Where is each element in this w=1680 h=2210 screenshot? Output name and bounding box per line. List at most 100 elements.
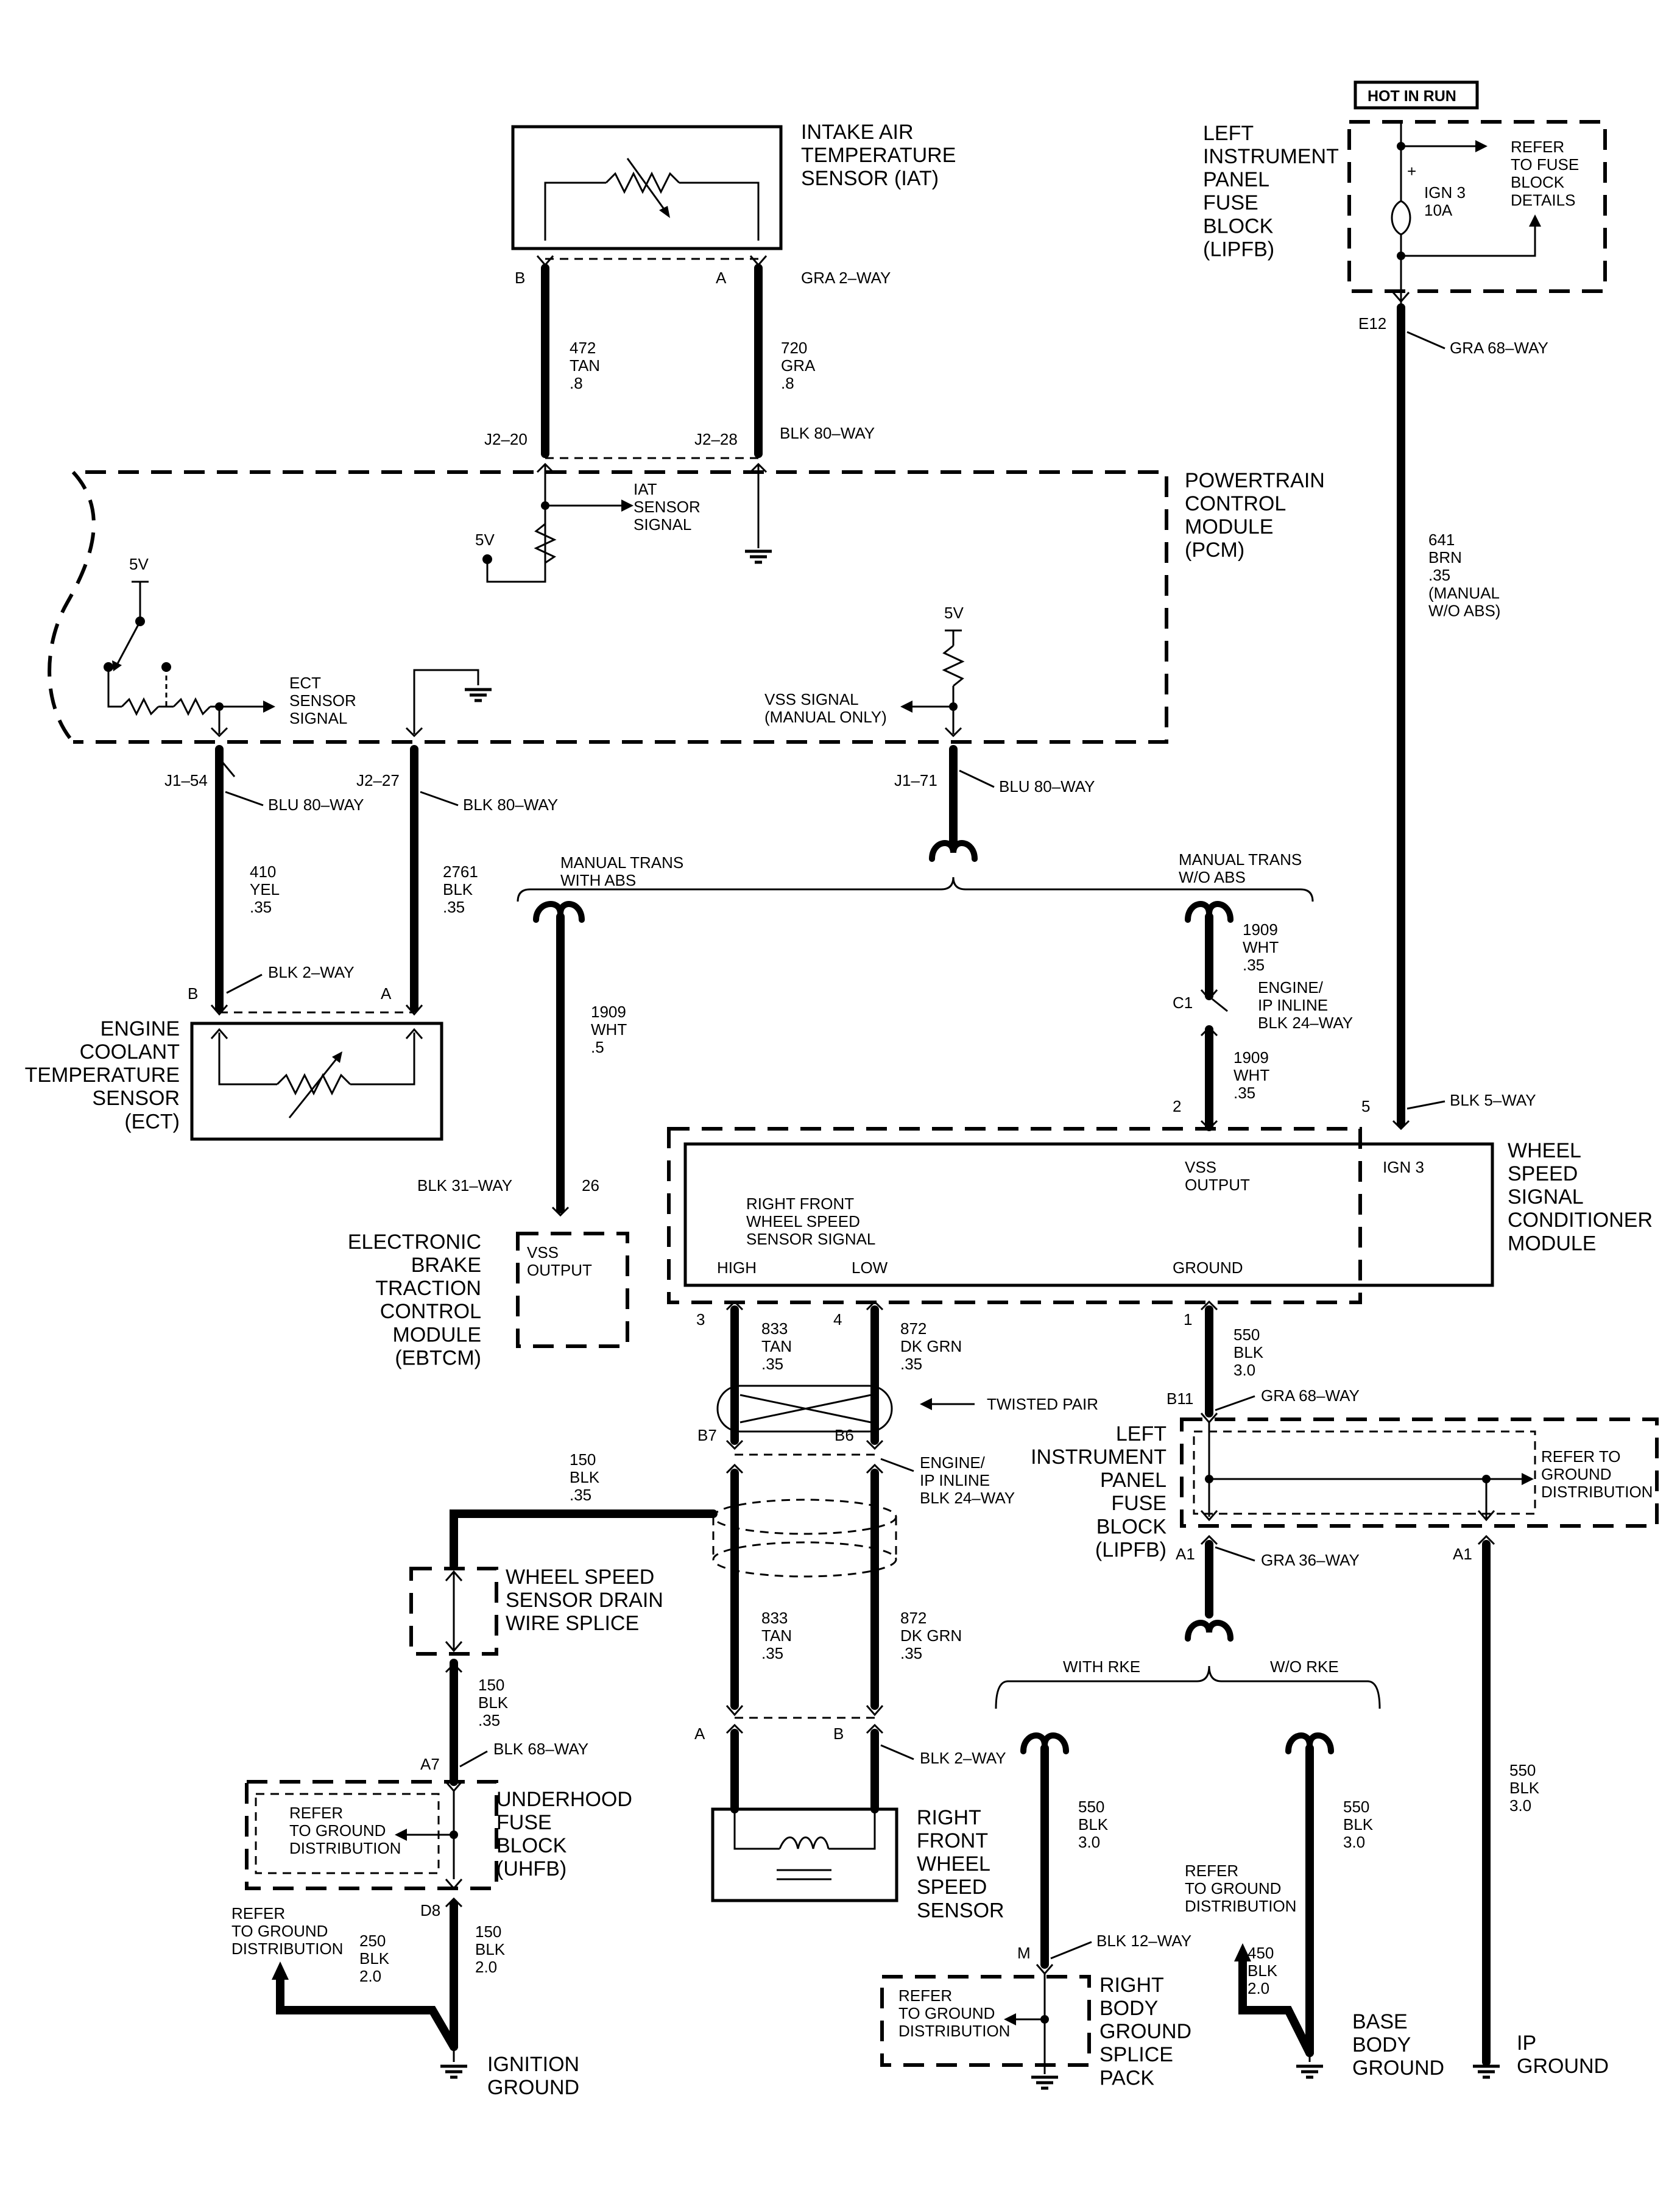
rbgsp-box — [880, 1975, 1091, 2067]
five-v-iat: 5V — [475, 531, 495, 549]
conn-blk2-ect: BLK 2–WAY — [268, 963, 355, 981]
pin-wss-a: A — [694, 1725, 705, 1743]
ignition-ground-icon — [440, 2066, 467, 2077]
pin-j1-71: J1–71 — [894, 771, 937, 789]
conn-gra68-b11: GRA 68–WAY — [1261, 1386, 1360, 1405]
conn-blk31: BLK 31–WAY — [417, 1176, 512, 1195]
pin-e12: E12 — [1358, 314, 1386, 333]
wsscm-ground: GROUND — [1173, 1259, 1243, 1277]
pin-4: 4 — [833, 1310, 842, 1329]
wo-rke: W/O RKE — [1270, 1658, 1339, 1676]
conn-blk68-a7: BLK 68–WAY — [493, 1740, 588, 1758]
pin-b6: B6 — [835, 1426, 854, 1444]
pin-b11: B11 — [1166, 1389, 1193, 1408]
rf-wheel-speed-sensor — [711, 1807, 898, 1902]
pin-26: 26 — [582, 1176, 599, 1195]
ect-sensor — [190, 1022, 443, 1141]
pcm-ground-icon — [745, 551, 772, 562]
pin-3: 3 — [696, 1310, 705, 1329]
ip-ground-icon — [1473, 2066, 1500, 2077]
conn-blk80-j227: BLK 80–WAY — [463, 796, 558, 814]
wsscm-outer — [667, 1127, 1362, 1304]
pin-wss-b: B — [833, 1725, 844, 1743]
pin-j2-28: J2–28 — [694, 430, 738, 448]
wsscm-inner — [683, 1142, 1494, 1287]
conn-gra2: GRA 2–WAY — [801, 269, 891, 287]
twisted-pair: TWISTED PAIR — [987, 1395, 1098, 1413]
wire-150-top — [450, 1509, 718, 1570]
base-ground-icon — [1296, 2066, 1323, 2077]
fuse-plus: + — [1407, 162, 1416, 180]
conn-blk5: BLK 5–WAY — [1450, 1091, 1536, 1109]
lipfb-bottom-box — [1180, 1417, 1659, 1528]
pin-j2-27: J2–27 — [356, 771, 400, 789]
pin-c1: C1 — [1173, 994, 1193, 1012]
pin-d8: D8 — [420, 1901, 440, 1919]
ebtcm-box — [516, 1232, 629, 1348]
with-rke: WITH RKE — [1063, 1658, 1140, 1676]
drain-splice-box — [409, 1567, 498, 1656]
pin-a7: A7 — [420, 1755, 440, 1773]
pin-2: 2 — [1173, 1097, 1181, 1115]
pin-ect-b: B — [188, 984, 198, 1003]
pin-j2-20: J2–20 — [484, 430, 528, 448]
pin-iat-b: B — [515, 269, 525, 287]
lipfb-top-box — [1347, 120, 1607, 293]
conn-blk2-wss: BLK 2–WAY — [920, 1749, 1006, 1767]
wire-450 — [1238, 1954, 1314, 2057]
pin-5: 5 — [1361, 1097, 1370, 1115]
wsscm-high: HIGH — [717, 1259, 757, 1277]
conn-blu80-j154: BLU 80–WAY — [268, 796, 364, 814]
conn-gra36: GRA 36–WAY — [1261, 1551, 1360, 1569]
pcm-module — [48, 470, 1168, 744]
iat-sensor — [511, 125, 783, 250]
pin-a1-left: A1 — [1176, 1545, 1195, 1563]
wsscm-low: LOW — [852, 1259, 888, 1277]
conn-blk80-j228: BLK 80–WAY — [780, 424, 875, 442]
pin-a1-right: A1 — [1453, 1545, 1472, 1563]
conn-blu80-j171: BLU 80–WAY — [999, 777, 1095, 796]
five-v-ect: 5V — [129, 555, 149, 573]
conn-blk12: BLK 12–WAY — [1096, 1932, 1191, 1950]
